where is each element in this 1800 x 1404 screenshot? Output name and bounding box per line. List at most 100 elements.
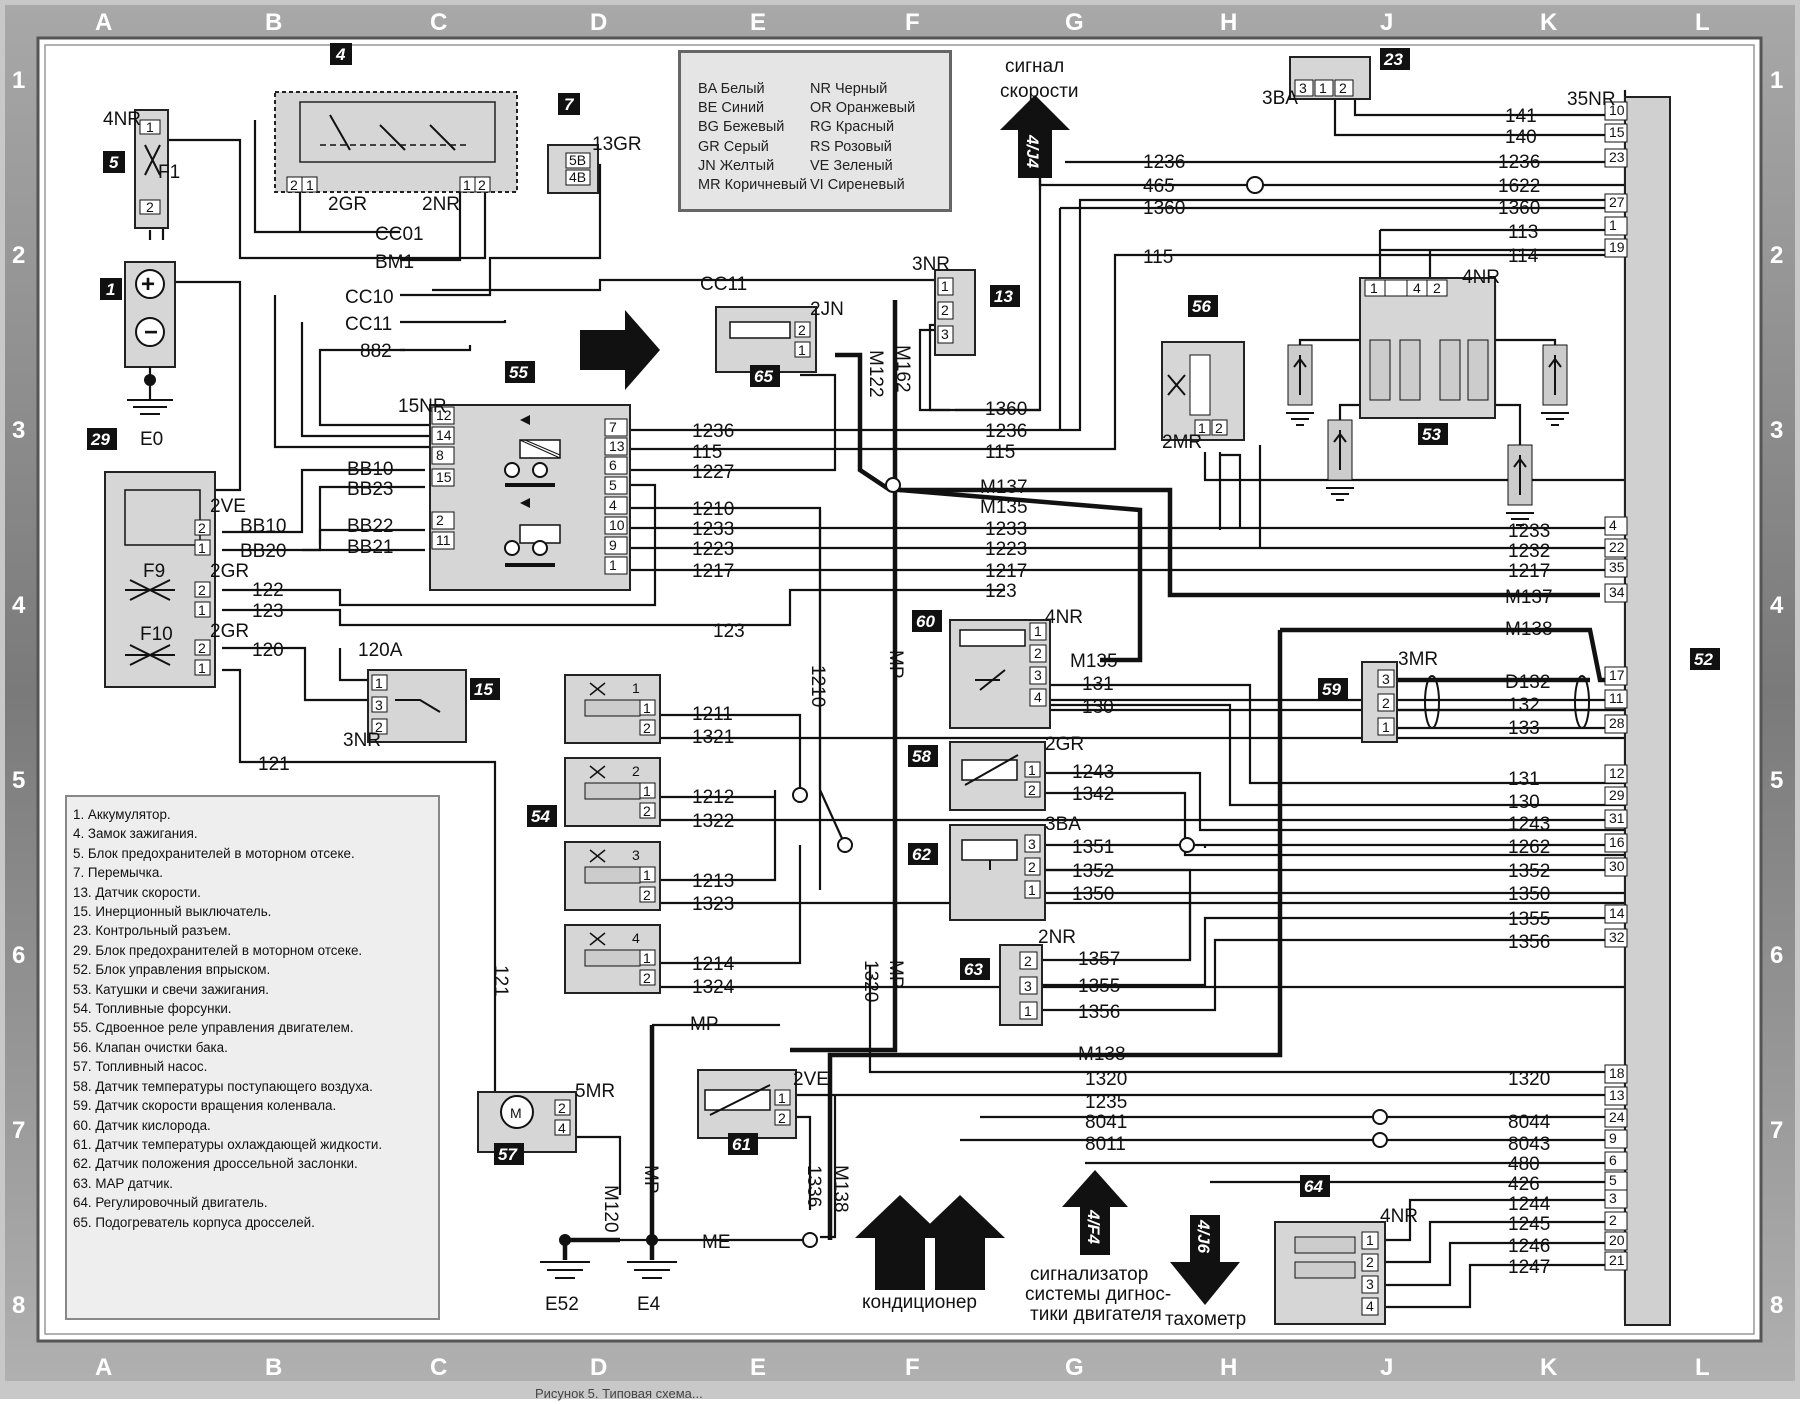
wire-label: 426 [1508,1174,1540,1195]
component-tag: 15 [470,678,500,700]
legend-item: 13. Датчик скорости. [73,884,201,900]
wire-label: 465 [1143,176,1175,197]
throttle-heater-65: 2 1 [715,306,817,373]
svg-text:20: 20 [1609,1232,1625,1248]
column-label-bottom: A [95,1354,112,1381]
wire-label: 3MR [1398,649,1438,670]
component-tag: 65 [750,365,780,387]
wire-label: 8011 [1085,1134,1126,1155]
column-label-bottom: K [1540,1354,1558,1381]
color-code-left: BE Синий [698,100,765,117]
component-tag-number: 65 [754,367,773,386]
wire-label: BB20 [240,541,286,562]
wire-label: 35NR [1567,89,1616,110]
legend-item: 15. Инерционный выключатель. [73,904,272,920]
wire-label: 122 [252,580,284,601]
column-label-bottom: D [590,1354,607,1381]
wire-label: 1360 [1143,198,1185,219]
svg-text:12: 12 [1609,765,1625,781]
svg-text:22: 22 [1609,539,1625,555]
wire-label: 1355 [1078,976,1120,997]
wire-label: M138 [1505,619,1553,640]
legend-item: 57. Топливный насос. [73,1059,208,1075]
svg-text:2: 2 [643,970,651,986]
wire-label: 1235 [1085,1092,1127,1113]
legend-item: 4. Замок зажигания. [73,826,198,842]
component-tag: 57 [494,1143,524,1165]
wire-label: 4NR [1045,607,1083,628]
component-tag: 61 [728,1133,758,1155]
wire-label: 114 [1508,246,1539,267]
arrow-label: 4/J4 [1023,134,1042,169]
canister-valve-56: 1 2 [1161,341,1245,441]
component-tag-number: 64 [1304,1177,1323,1196]
column-label-bottom: G [1065,1354,1084,1381]
svg-text:3: 3 [1609,1190,1617,1206]
svg-text:6: 6 [1609,1152,1617,1168]
wire-label: 15NR [398,396,447,417]
component-tag: 53 [1418,423,1448,445]
fuse-block-5: 1 2 [134,109,169,229]
wire-label: 2GR [210,561,249,582]
wire-label: 115 [692,442,722,463]
component-tag-number: 7 [564,95,575,114]
svg-text:1: 1 [1198,420,1206,436]
svg-text:1: 1 [1034,623,1042,639]
wire-label: 1324 [692,977,735,998]
wire-label: 1352 [1508,861,1550,882]
component-tag-number: 58 [912,747,931,766]
speed-sensor-13: 1 2 3 [934,269,976,356]
svg-text:4B: 4B [569,169,586,185]
wire-label: 1236 [692,421,734,442]
svg-text:3: 3 [941,326,949,342]
component-tag: 13 [990,285,1020,307]
component-tag-number: 29 [90,430,110,449]
wire-label: BM1 [375,252,414,273]
component-tag: 56 [1188,295,1218,317]
svg-text:1: 1 [1366,1232,1374,1248]
component-tag: 59 [1318,678,1348,700]
svg-text:2: 2 [436,512,444,528]
svg-text:1: 1 [609,557,617,573]
wire-label: BB10 [347,459,393,480]
legend-item: 61. Датчик температуры охлаждающей жидко… [73,1136,383,1152]
battery-1: + − [124,261,176,415]
svg-text:9: 9 [1609,1130,1617,1146]
wire-label-vertical: 1336 [803,1165,824,1207]
wire-label: 133 [1508,718,1540,739]
wire-label: 1243 [1072,762,1114,783]
column-label-top: F [905,9,920,36]
wire-label: 1211 [692,704,733,725]
wire-label: 123 [252,601,284,622]
svg-text:1: 1 [463,177,471,193]
svg-text:1: 1 [798,342,806,358]
wire-label: 1214 [692,954,735,975]
svg-text:21: 21 [1609,1252,1625,1268]
svg-text:2: 2 [290,177,298,193]
wire-label: 2NR [1038,927,1076,948]
component-tag: 7 [558,93,580,115]
svg-text:35: 35 [1609,559,1625,575]
wire-label: 5MR [575,1081,615,1102]
svg-text:1: 1 [1370,280,1378,296]
wire-label: 1217 [692,561,734,582]
wire-label: 2JN [810,299,844,320]
wire-label: 1223 [985,539,1027,560]
column-label-top: G [1065,9,1084,36]
figure-caption: Рисунок 5. Типовая схема... [535,1386,703,1401]
wire-label: 882 [360,341,392,362]
wire-label: 123 [713,621,745,642]
component-tag: 63 [960,958,990,980]
wire-label: 1360 [1498,198,1540,219]
color-code-right: RS Розовый [810,138,892,155]
svg-text:5: 5 [1609,1172,1617,1188]
wire-label: 120 [252,640,284,661]
component-tag-number: 4 [335,45,346,64]
row-label-left: 6 [12,942,25,969]
wire-label: 141 [1505,106,1537,127]
svg-text:31: 31 [1609,810,1625,826]
wire-label: 3NR [912,254,950,275]
wire-label: 1355 [1508,909,1550,930]
